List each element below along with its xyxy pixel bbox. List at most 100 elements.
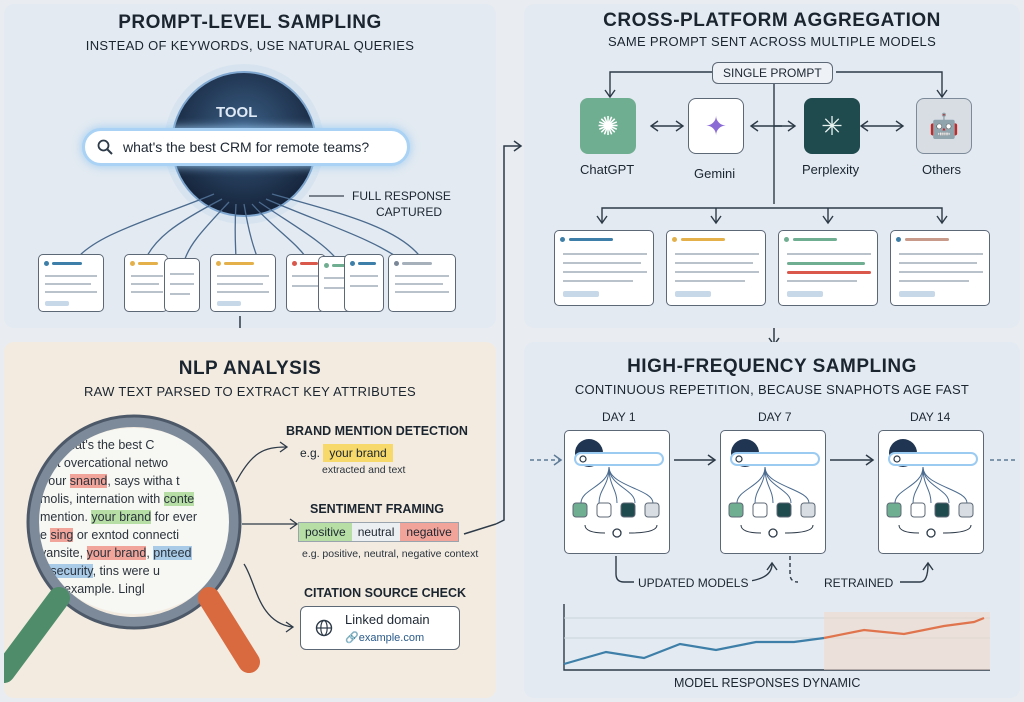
model-response-card (554, 230, 654, 306)
response-card (388, 254, 456, 312)
sentiment-heading: SENTIMENT FRAMING (310, 502, 445, 516)
text-line: et overcational netwo (50, 456, 169, 470)
mini-model-tile (644, 502, 660, 518)
gear-icon (926, 528, 936, 538)
search-query-text: what's the best CRM for remote teams? (123, 139, 370, 155)
panel-subtitle: INSTEAD OF KEYWORDS, USE NATURAL QUERIES (85, 38, 415, 53)
panel-title: NLP ANALYSIS (178, 358, 322, 379)
loop-line (784, 524, 814, 534)
capture-label-line2: CAPTURED (376, 205, 443, 219)
gear-icon (768, 528, 778, 538)
model-label: Others (922, 162, 962, 177)
magnifying-glass-icon (29, 417, 239, 627)
snapshot-frame (720, 430, 826, 554)
loop-line (740, 524, 762, 534)
mini-model-tile (728, 502, 744, 518)
mini-tool-diagram (728, 439, 820, 538)
text-line: vansite, your brand, pnteed (40, 546, 192, 560)
single-prompt-box: SINGLE PROMPT (712, 62, 833, 84)
snapshot-frame (878, 430, 984, 554)
prompt-search-bar[interactable]: what's the best CRM for remote teams? (82, 128, 410, 166)
trend-line-blue (563, 636, 825, 666)
mini-model-tile (910, 502, 926, 518)
chatgpt-logo-icon[interactable]: ✺ (580, 98, 636, 154)
panel-title: PROMPT-LEVEL SAMPLING (118, 12, 382, 33)
flow-line (736, 466, 766, 504)
mini-model-tile (958, 502, 974, 518)
mini-search-bar (888, 452, 978, 466)
panel-title: HIGH-FREQUENCY SAMPLING (627, 356, 917, 377)
mini-model-tile (800, 502, 816, 518)
mini-model-tile (886, 502, 902, 518)
snapshot-frame (564, 430, 670, 554)
day-label: DAY 7 (758, 410, 792, 424)
perplexity-logo-icon[interactable]: ✳ (804, 98, 860, 154)
mini-model-tile (934, 502, 950, 518)
text-line: example. Lingl (64, 582, 145, 596)
gemini-logo-icon[interactable]: ✦ (688, 98, 744, 154)
brand-highlight: your brand (323, 444, 393, 462)
retrained-label: RETRAINED (820, 576, 898, 590)
flow-line (764, 466, 810, 504)
mini-model-tile (572, 502, 588, 518)
sentiment-negative: negative (400, 523, 458, 541)
panel-subtitle: SAME PROMPT SENT ACROSS MULTIPLE MODELS (607, 34, 937, 49)
response-card (124, 254, 168, 312)
mini-search-bar (574, 452, 664, 466)
capture-label-line1: FULL RESPONSE (352, 189, 451, 203)
mini-model-tile (596, 502, 612, 518)
flow-line (922, 466, 968, 504)
loop-line (628, 524, 658, 534)
model-label: Perplexity (802, 162, 860, 177)
mini-model-tile (620, 502, 636, 518)
sentiment-note: e.g. positive, neutral, negative context (302, 548, 479, 560)
brand-mention-example: e.g. your brand (300, 444, 393, 462)
cross-platform-aggregation-panel: CROSS-PLATFORM AGGREGATION SAME PROMPT S… (524, 4, 1020, 328)
response-card (38, 254, 104, 312)
high-frequency-sampling-panel: HIGH-FREQUENCY SAMPLING CONTINUOUS REPET… (524, 342, 1020, 698)
panel-subtitle: CONTINUOUS REPETITION, BECAUSE SNAPHOTS … (574, 382, 970, 397)
magnifier-graphic (4, 414, 496, 683)
loop-line (584, 524, 606, 534)
link-icon: 🔗 (345, 632, 359, 644)
mini-search-bar (730, 452, 820, 466)
day-label: DAY 14 (910, 410, 951, 424)
citation-link[interactable]: 🔗example.com (345, 631, 424, 644)
aggregation-flow (596, 71, 948, 225)
response-card (210, 254, 276, 312)
mini-model-tile (776, 502, 792, 518)
loop-line (942, 524, 972, 534)
eg-label: e.g. (300, 446, 321, 460)
citation-card[interactable]: Linked domain 🔗example.com (300, 606, 460, 650)
flow-line (894, 466, 924, 504)
model-response-card (890, 230, 990, 306)
text-line: nat's the best C (68, 438, 155, 452)
mini-tool-diagram (886, 439, 978, 538)
sentiment-neutral: neutral (351, 523, 401, 541)
panel-subtitle: RAW TEXT PARSED TO EXTRACT KEY ATTRIBUTE… (83, 384, 417, 399)
model-label: ChatGPT (580, 162, 635, 177)
flow-line (608, 466, 654, 504)
robot-icon[interactable]: 🤖 (916, 98, 972, 154)
response-card (344, 254, 384, 312)
model-response-card (666, 230, 766, 306)
search-icon (579, 455, 587, 463)
text-line: e sing or exntod connecti (40, 528, 179, 542)
panel-title: CROSS-PLATFORM AGGREGATION (603, 10, 941, 31)
text-line: your snamd, says witha t (42, 474, 180, 488)
mini-model-tile (752, 502, 768, 518)
response-card (164, 258, 200, 312)
mini-tool-diagram (572, 439, 664, 538)
brand-mention-heading: BRAND MENTION DETECTION (286, 424, 468, 438)
sampling-flow (530, 454, 1016, 671)
model-response-card (778, 230, 878, 306)
tool-label: TOOL (216, 104, 258, 121)
search-icon (893, 455, 901, 463)
globe-icon (315, 619, 333, 637)
loop-line (898, 524, 920, 534)
sentiment-positive: positive (299, 523, 352, 541)
search-icon (97, 139, 113, 155)
nlp-analysis-panel: NLP ANALYSIS RAW TEXT PARSED TO EXTRACT … (4, 342, 496, 698)
text-line: mention. your brand for ever (40, 510, 198, 524)
